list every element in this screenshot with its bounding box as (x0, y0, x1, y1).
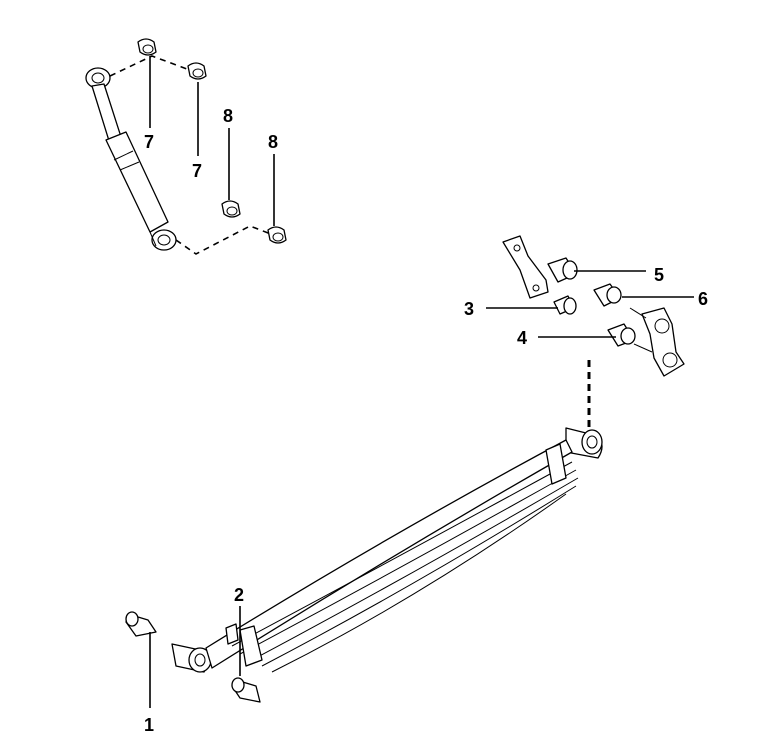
bushing-2 (231, 677, 261, 703)
callout-7-left: 7 (144, 132, 154, 152)
upper-eye-dash-line (109, 55, 196, 77)
bushing-7-upper-right (187, 62, 207, 80)
shackle-plate (629, 307, 685, 377)
shackle-bushing-5 (547, 257, 578, 283)
lower-eye-dash-line (175, 225, 277, 255)
callout-7-right: 7 (192, 161, 202, 181)
bushing-8-lower-left (221, 200, 241, 218)
callout-4: 4 (517, 328, 527, 348)
shackle-bushing-3 (553, 295, 577, 315)
shackle-bushing-4 (607, 323, 636, 347)
shackle-bushing-6 (593, 283, 622, 307)
bushing-1 (125, 611, 157, 637)
spring-hanger-bracket (502, 235, 549, 299)
leaf-spring (171, 427, 603, 673)
shock-absorber (85, 67, 177, 251)
callout-8-left: 8 (223, 106, 233, 126)
bushing-7-upper-left (137, 38, 157, 56)
callout-1: 1 (144, 715, 154, 735)
callout-8-right: 8 (268, 132, 278, 152)
callout-3: 3 (464, 299, 474, 319)
callout-2: 2 (234, 585, 244, 605)
bushing-8-lower-right (267, 226, 287, 244)
callout-5: 5 (654, 265, 664, 285)
callout-6: 6 (698, 289, 708, 309)
